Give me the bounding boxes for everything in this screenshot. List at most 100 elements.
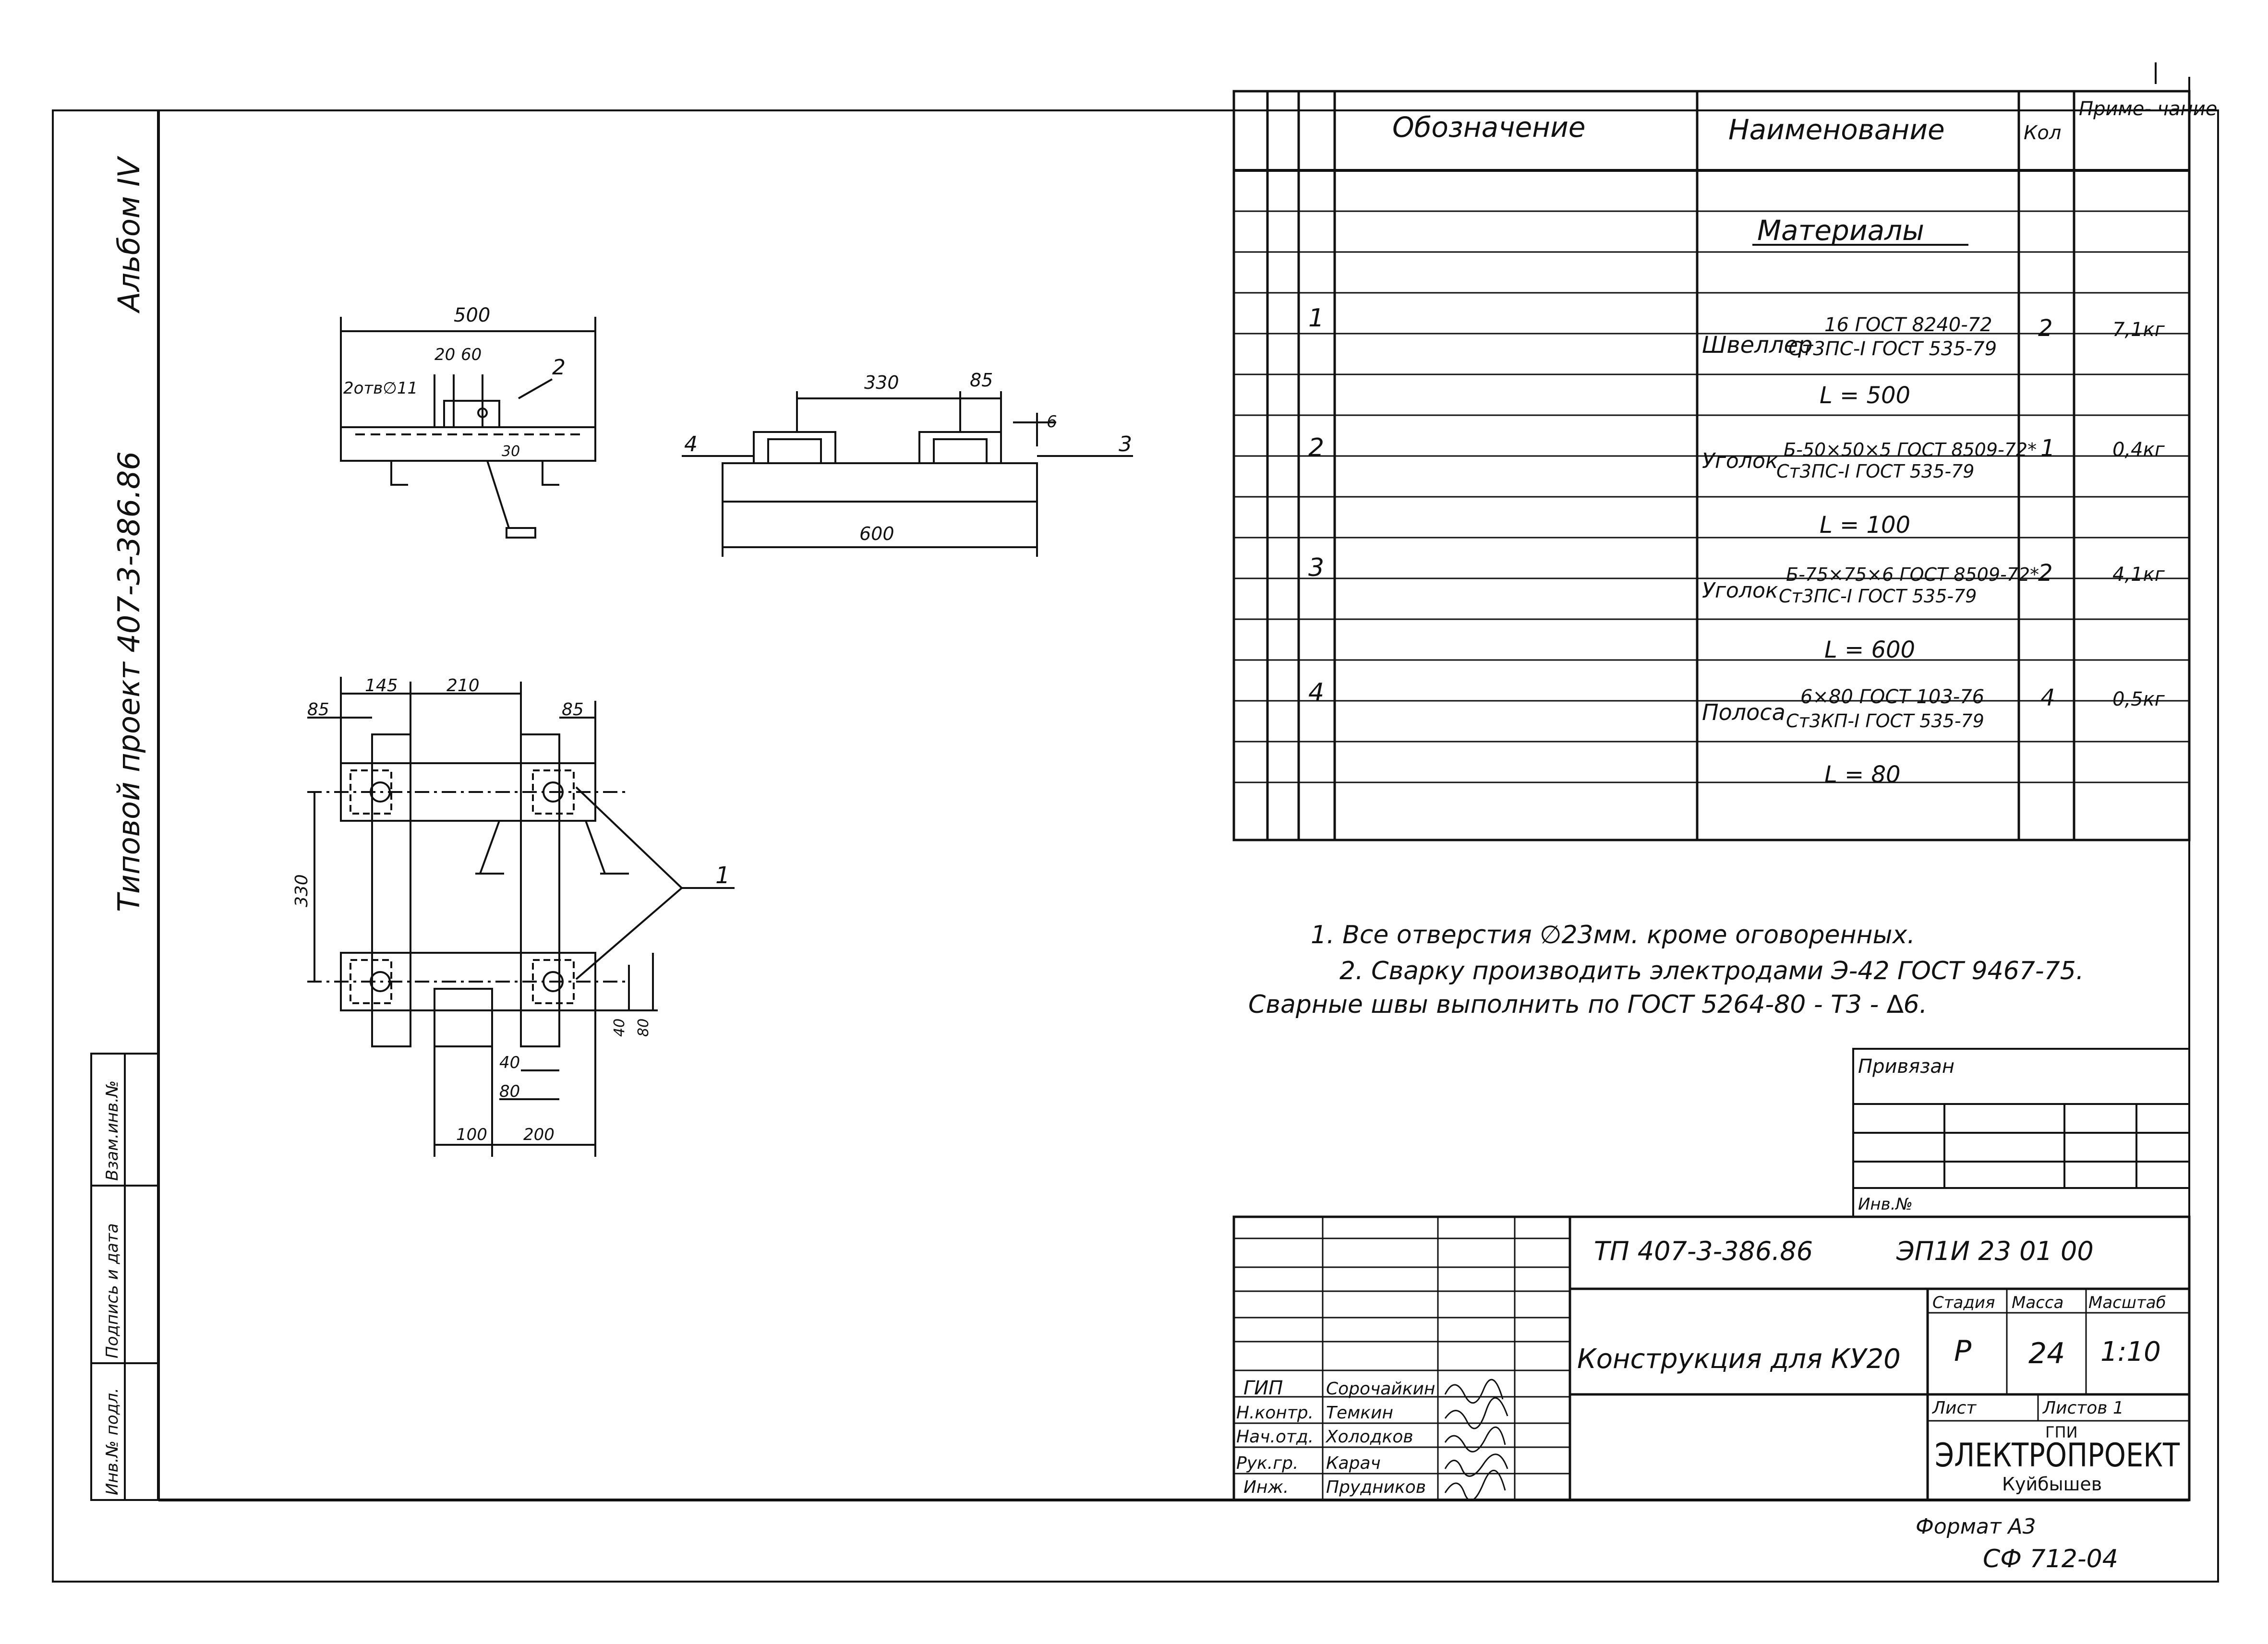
org-city: Куйбышев — [2002, 1474, 2102, 1495]
plan-dim-85-left: 85 — [307, 700, 329, 720]
row-3-line2: Ст3ПС-I ГОСТ 535-79 — [1779, 586, 1977, 607]
plan-dim-80-right: 80 — [635, 1019, 652, 1037]
front-label-4: 4 — [684, 432, 698, 456]
row-1-pos: 1 — [1308, 304, 1324, 333]
row-4-length: L = 80 — [1824, 761, 1901, 788]
spec-row-4: 4 Полоса 6×80 ГОСТ 103-76 Ст3КП-I ГОСТ 5… — [1308, 678, 2165, 788]
row-3-note: 4,1кг — [2112, 564, 2165, 586]
front-dim-600: 600 — [859, 523, 894, 544]
row-2-length: L = 100 — [1820, 512, 1910, 539]
sheet-label: Лист — [1931, 1398, 1977, 1418]
row-2-pos: 2 — [1308, 433, 1324, 462]
row-4-name: Полоса — [1702, 699, 1785, 725]
signature-scribbles — [1444, 1379, 1508, 1501]
sig-role-4: Рук.гр. — [1236, 1453, 1298, 1473]
row-4-line2: Ст3КП-I ГОСТ 535-79 — [1786, 710, 1984, 732]
org-name: ЭЛЕКТРОПРОЕКТ — [1935, 1437, 2180, 1475]
project-label: Типовой проект 407-3-386.86 — [111, 451, 146, 912]
spec-table-header: Обозначение Наименование Кол Приме- чани… — [1392, 98, 2217, 247]
header-qty: Кол — [2024, 122, 2061, 144]
sig-name-2: Темкин — [1326, 1403, 1393, 1423]
plan-dim-40-right: 40 — [611, 1019, 628, 1037]
sig-role-5: Инж. — [1243, 1477, 1289, 1497]
plan-dim-100: 100 — [456, 1125, 487, 1144]
note-2: 2. Сварку производить электродами Э-42 Г… — [1339, 957, 2084, 985]
sig-role-2: Н.контр. — [1236, 1403, 1314, 1423]
side-leader-2: 2 — [552, 355, 566, 380]
side-dim-30: 30 — [502, 443, 520, 460]
side-dim-20: 20 — [434, 345, 455, 364]
front-dim-330: 330 — [864, 372, 899, 393]
sig-role-1: ГИП — [1243, 1377, 1283, 1399]
side-dim-500: 500 — [454, 304, 490, 326]
plan-view — [307, 677, 735, 1157]
row-2-line1: Б-50×50×5 ГОСТ 8509-72* — [1784, 439, 2037, 460]
row-2-line2: Ст3ПС-I ГОСТ 535-79 — [1776, 461, 1974, 482]
album-label: Альбом IV — [111, 155, 146, 314]
stamp-field-replace: Взам.инв.№ — [103, 1080, 122, 1181]
plan-dim-210: 210 — [446, 676, 480, 696]
title-block-grid — [1232, 1215, 2191, 1501]
row-3-name: Уголок — [1702, 578, 1778, 603]
row-2-name: Уголок — [1702, 449, 1778, 473]
row-1-line2: Ст3ПС-I ГОСТ 535-79 — [1788, 338, 1997, 360]
format-label: Формат А3 — [1916, 1514, 2036, 1539]
section-materials: Материалы — [1757, 214, 1924, 247]
binding-title: Привязан — [1858, 1056, 1954, 1078]
plan-dim-200: 200 — [523, 1125, 555, 1144]
row-3-line1: Б-75×75×6 ГОСТ 8509-72* — [1786, 564, 2039, 585]
row-3-pos: 3 — [1308, 553, 1324, 582]
stage-header: Стадия — [1932, 1293, 1995, 1312]
scale-header: Масштаб — [2088, 1293, 2166, 1312]
org-small: ГПИ — [2045, 1423, 2078, 1441]
side-hole-label: 2отв∅11 — [343, 379, 418, 398]
row-2-note: 0,4кг — [2112, 439, 2165, 461]
row-4-pos: 4 — [1308, 678, 1324, 707]
row-2-qty: 1 — [2040, 435, 2055, 462]
spec-table-grid — [1232, 90, 2191, 841]
doc-number: ТП 407-3-386.86 — [1594, 1236, 1813, 1266]
header-designation: Обозначение — [1392, 111, 1585, 144]
spec-row-2: 2 Уголок Б-50×50×5 ГОСТ 8509-72* Ст3ПС-I… — [1308, 433, 2165, 539]
row-1-qty: 2 — [2038, 315, 2053, 342]
spec-row-3: 3 Уголок Б-75×75×6 ГОСТ 8509-72* Ст3ПС-I… — [1308, 553, 2165, 663]
side-dim-60: 60 — [461, 345, 482, 364]
plan-dim-85-right: 85 — [562, 700, 584, 720]
form-code: СФ 712-04 — [1983, 1545, 2118, 1573]
row-3-length: L = 600 — [1824, 636, 1915, 663]
scale-value: 1:10 — [2100, 1336, 2161, 1368]
row-1-name: Швеллер — [1702, 332, 1813, 359]
plan-leader-1: 1 — [715, 862, 730, 889]
general-notes: 1. Все отверстия ∅23мм. кроме оговоренны… — [1248, 921, 2084, 1019]
side-view — [340, 317, 596, 539]
row-4-qty: 4 — [2040, 684, 2055, 711]
plan-dim-80: 80 — [499, 1082, 520, 1101]
plan-dim-145: 145 — [365, 676, 398, 696]
drawing-title: Конструкция для КУ20 — [1577, 1344, 1901, 1375]
stage-value: Р — [1954, 1334, 1972, 1368]
note-1: 1. Все отверстия ∅23мм. кроме оговоренны… — [1311, 921, 1915, 949]
sig-role-3: Нач.отд. — [1236, 1427, 1314, 1447]
row-4-line1: 6×80 ГОСТ 103-76 — [1800, 686, 1984, 708]
header-name: Наименование — [1728, 113, 1945, 146]
sheet-code: ЭП1И 23 01 00 — [1896, 1236, 2094, 1266]
sheets-label: Листов 1 — [2042, 1398, 2124, 1418]
stamp-field-sign-date: Подпись и дата — [103, 1223, 122, 1358]
row-4-note: 0,5кг — [2112, 688, 2165, 710]
mass-value: 24 — [2028, 1337, 2065, 1370]
front-dim-85: 85 — [970, 370, 993, 391]
signatures: ГИП Сорочайкин Н.контр. Темкин Нач.отд. … — [1236, 1377, 1508, 1501]
sig-name-4: Карач — [1326, 1453, 1381, 1473]
sig-name-1: Сорочайкин — [1326, 1379, 1435, 1399]
sig-name-5: Прудников — [1326, 1477, 1426, 1497]
front-label-3: 3 — [1119, 432, 1132, 456]
row-1-line1: 16 ГОСТ 8240-72 — [1824, 314, 1992, 336]
front-view — [682, 391, 1133, 557]
row-1-note: 7,1кг — [2112, 319, 2165, 341]
header-note: Приме- чание — [2079, 98, 2217, 120]
stamp-field-inv: Инв.№ подл. — [103, 1388, 122, 1495]
front-dim-6: 6 — [1047, 412, 1057, 432]
binding-inv: Инв.№ — [1858, 1195, 1913, 1214]
row-3-qty: 2 — [2038, 560, 2053, 587]
